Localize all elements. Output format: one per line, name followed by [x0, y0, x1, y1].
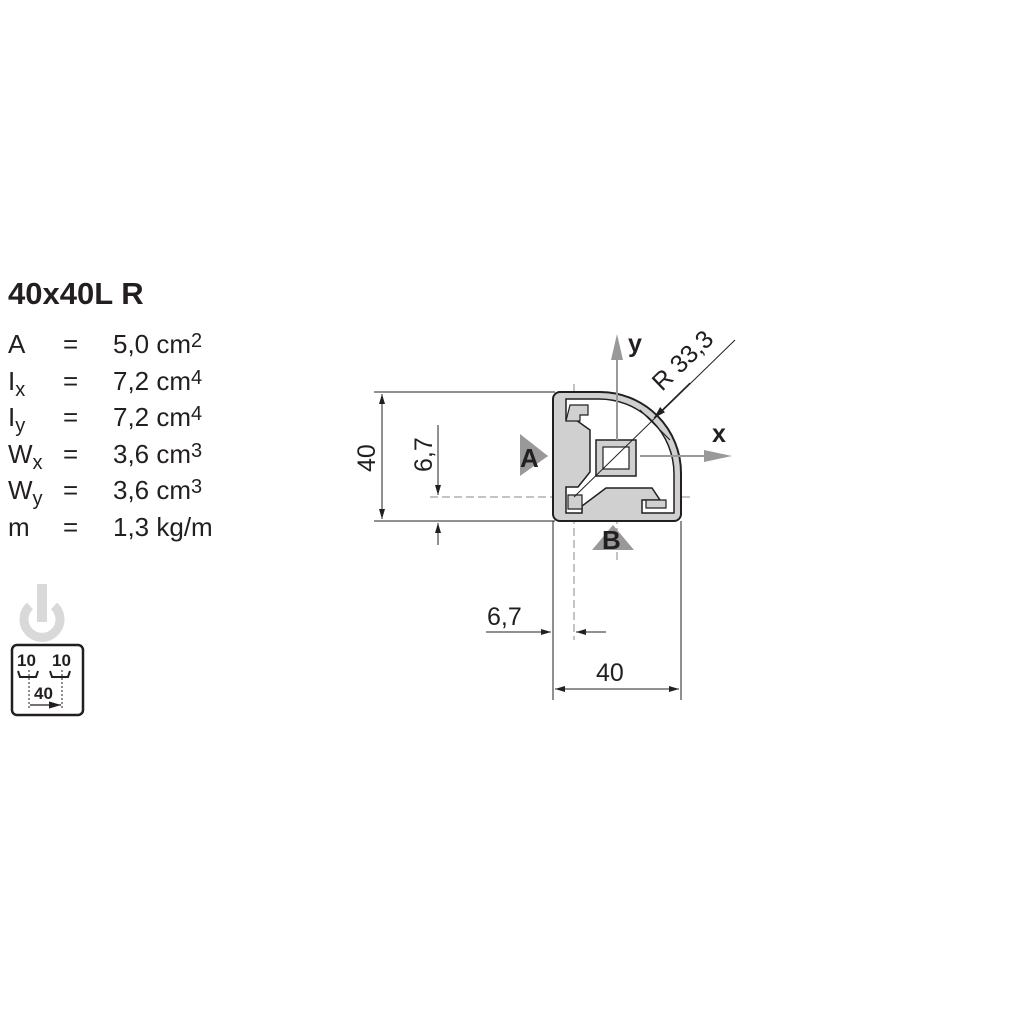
property-row: Wy = 3,6 cm3: [8, 472, 213, 509]
property-exp: 3: [191, 439, 203, 462]
property-symbol: m: [8, 511, 30, 542]
property-value: 3,6 cm: [113, 438, 192, 469]
property-symbol: A: [8, 329, 26, 359]
property-exp: 4: [191, 366, 203, 389]
view-b-marker: B: [592, 525, 634, 555]
property-exp: 4: [191, 403, 203, 425]
profile-title: 40x40L R: [8, 276, 144, 311]
property-value: 5,0 cm: [113, 329, 192, 359]
property-value: 7,2 cm: [113, 365, 192, 396]
property-sub: x: [15, 378, 26, 401]
property-eq: =: [63, 511, 79, 542]
property-exp: 3: [191, 476, 203, 498]
horizontal-offset-dimension: 6,7: [486, 521, 682, 700]
height-dimension: 40: [353, 391, 555, 522]
property-row: Ix = 7,2 cm4: [8, 363, 213, 400]
property-row: A = 5,0 cm2: [8, 326, 213, 363]
property-value: 1,3 kg/m: [113, 511, 213, 542]
axis-y-label: y: [628, 330, 642, 358]
slot-left-label: 10: [17, 651, 36, 670]
vertical-offset-dimension: 6,7: [410, 425, 441, 545]
property-symbol: I: [8, 365, 16, 396]
property-eq: =: [63, 475, 79, 505]
property-sub: y: [32, 488, 43, 510]
view-a-label: A: [520, 443, 539, 473]
properties-list: A=5,0 cm2 Ix=7,2 cm4 Iy=7,2 cm4 Wx=3,6 c…: [8, 326, 213, 545]
screw-icon: [19, 584, 65, 642]
height-label: 40: [353, 444, 381, 472]
view-a-marker: A: [520, 434, 548, 476]
property-symbol: W: [8, 438, 33, 469]
vertical-offset-label: 6,7: [410, 437, 438, 472]
slot-spacing-icon: 10 10 40: [10, 643, 85, 717]
width-label: 40: [596, 659, 624, 687]
property-exp: 2: [191, 330, 203, 352]
property-sub: x: [32, 451, 43, 474]
property-eq: =: [63, 365, 79, 396]
property-row: Wx = 3,6 cm3: [8, 436, 213, 473]
axis-y: y: [611, 330, 642, 440]
property-eq: =: [63, 402, 79, 432]
property-sub: y: [15, 415, 26, 437]
property-value: 7,2 cm: [113, 402, 192, 432]
horizontal-offset-label: 6,7: [487, 603, 522, 631]
property-row: m = 1,3 kg/m: [8, 509, 213, 546]
slot-right-label: 10: [52, 651, 71, 670]
property-eq: =: [63, 329, 79, 359]
property-symbol: W: [8, 475, 33, 505]
property-symbol: I: [8, 402, 16, 432]
slot-spacing-label: 40: [34, 684, 53, 703]
property-row: Iy = 7,2 cm4: [8, 399, 213, 436]
radius-label: R 33,3: [647, 325, 719, 396]
view-b-label: B: [602, 525, 621, 555]
width-dimension: 40: [555, 659, 679, 692]
axis-x-label: x: [712, 420, 726, 448]
axis-x: x: [640, 420, 732, 462]
property-value: 3,6 cm: [113, 475, 192, 505]
property-eq: =: [63, 438, 79, 469]
